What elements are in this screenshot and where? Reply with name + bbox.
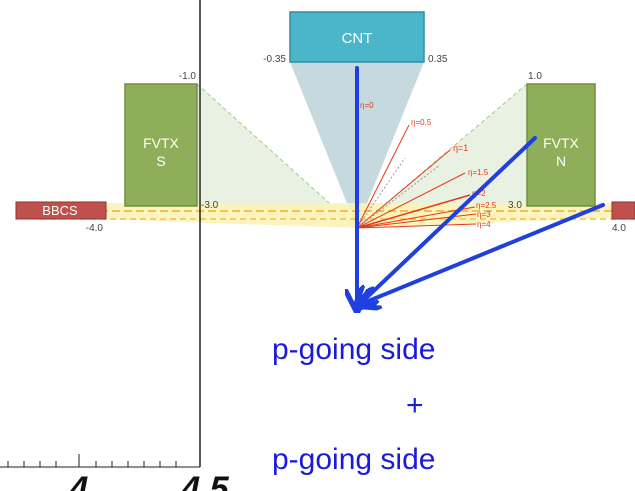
cnt-label: CNT (342, 30, 373, 47)
fvtx-s-bottom-tick: -3.0 (201, 200, 219, 211)
eta-guide-dotted-2 (356, 164, 441, 229)
cnt-box (289, 11, 425, 63)
eta-line-1.5 (356, 172, 466, 229)
eta-label-2.5: η=2.5 (476, 201, 497, 210)
fvtx-n-label-line2: N (556, 153, 566, 169)
axis-label-right: 4.5 (180, 470, 229, 491)
eta-line-1 (356, 149, 451, 229)
bbc-acceptance-band (40, 203, 635, 228)
eta-line-0.5 (356, 124, 410, 229)
eta-line-3 (356, 213, 477, 229)
fvtx-s-top-tick: -1.0 (179, 71, 197, 82)
eta-label-0: η=0 (360, 101, 374, 110)
blue-arrow-diagonal-steep (362, 136, 537, 302)
fvtx-s-edge-line (196, 83, 358, 229)
eta-line-4 (356, 223, 477, 229)
eta-line-2.5 (356, 206, 476, 229)
fvtx-n-box (526, 83, 596, 207)
caption-line-1: p-going side (272, 333, 436, 366)
fvtx-n-top-tick: 1.0 (528, 71, 542, 82)
fvtx-s-box (124, 83, 198, 207)
bottom-axis (0, 454, 200, 468)
eta-label-1.5: η=1.5 (468, 168, 489, 177)
eta-label-3: η=3 (477, 210, 491, 219)
blue-arrow-diagonal-shallow (366, 203, 605, 302)
fvtx-n-bottom-tick: 3.0 (508, 200, 522, 211)
bbcn-tick: 4.0 (612, 223, 626, 234)
cnt-left-tick: -0.35 (263, 54, 286, 65)
caption-line-3: p-going side (272, 443, 436, 476)
cnt-right-tick: 0.35 (428, 54, 448, 65)
bbcn-box (611, 201, 635, 220)
axis-label-left: 4 (69, 470, 89, 491)
eta-label-0.5: η=0.5 (411, 118, 432, 127)
bbcs-box (15, 201, 107, 220)
p-going-arrows (357, 66, 605, 302)
fvtx-s-label-line2: S (156, 153, 165, 169)
eta-line-2 (356, 194, 471, 229)
bbcs-tick: -4.0 (86, 223, 104, 234)
bbcs-label: BBCS (42, 203, 78, 218)
fvtx-s-label-line1: FVTX (143, 135, 179, 151)
eta-label-1: η=1 (453, 143, 468, 153)
fvtx-n-label-line1: FVTX (543, 135, 579, 151)
eta-label-4: η=4 (477, 220, 491, 229)
caption-line-2: + (406, 389, 424, 422)
